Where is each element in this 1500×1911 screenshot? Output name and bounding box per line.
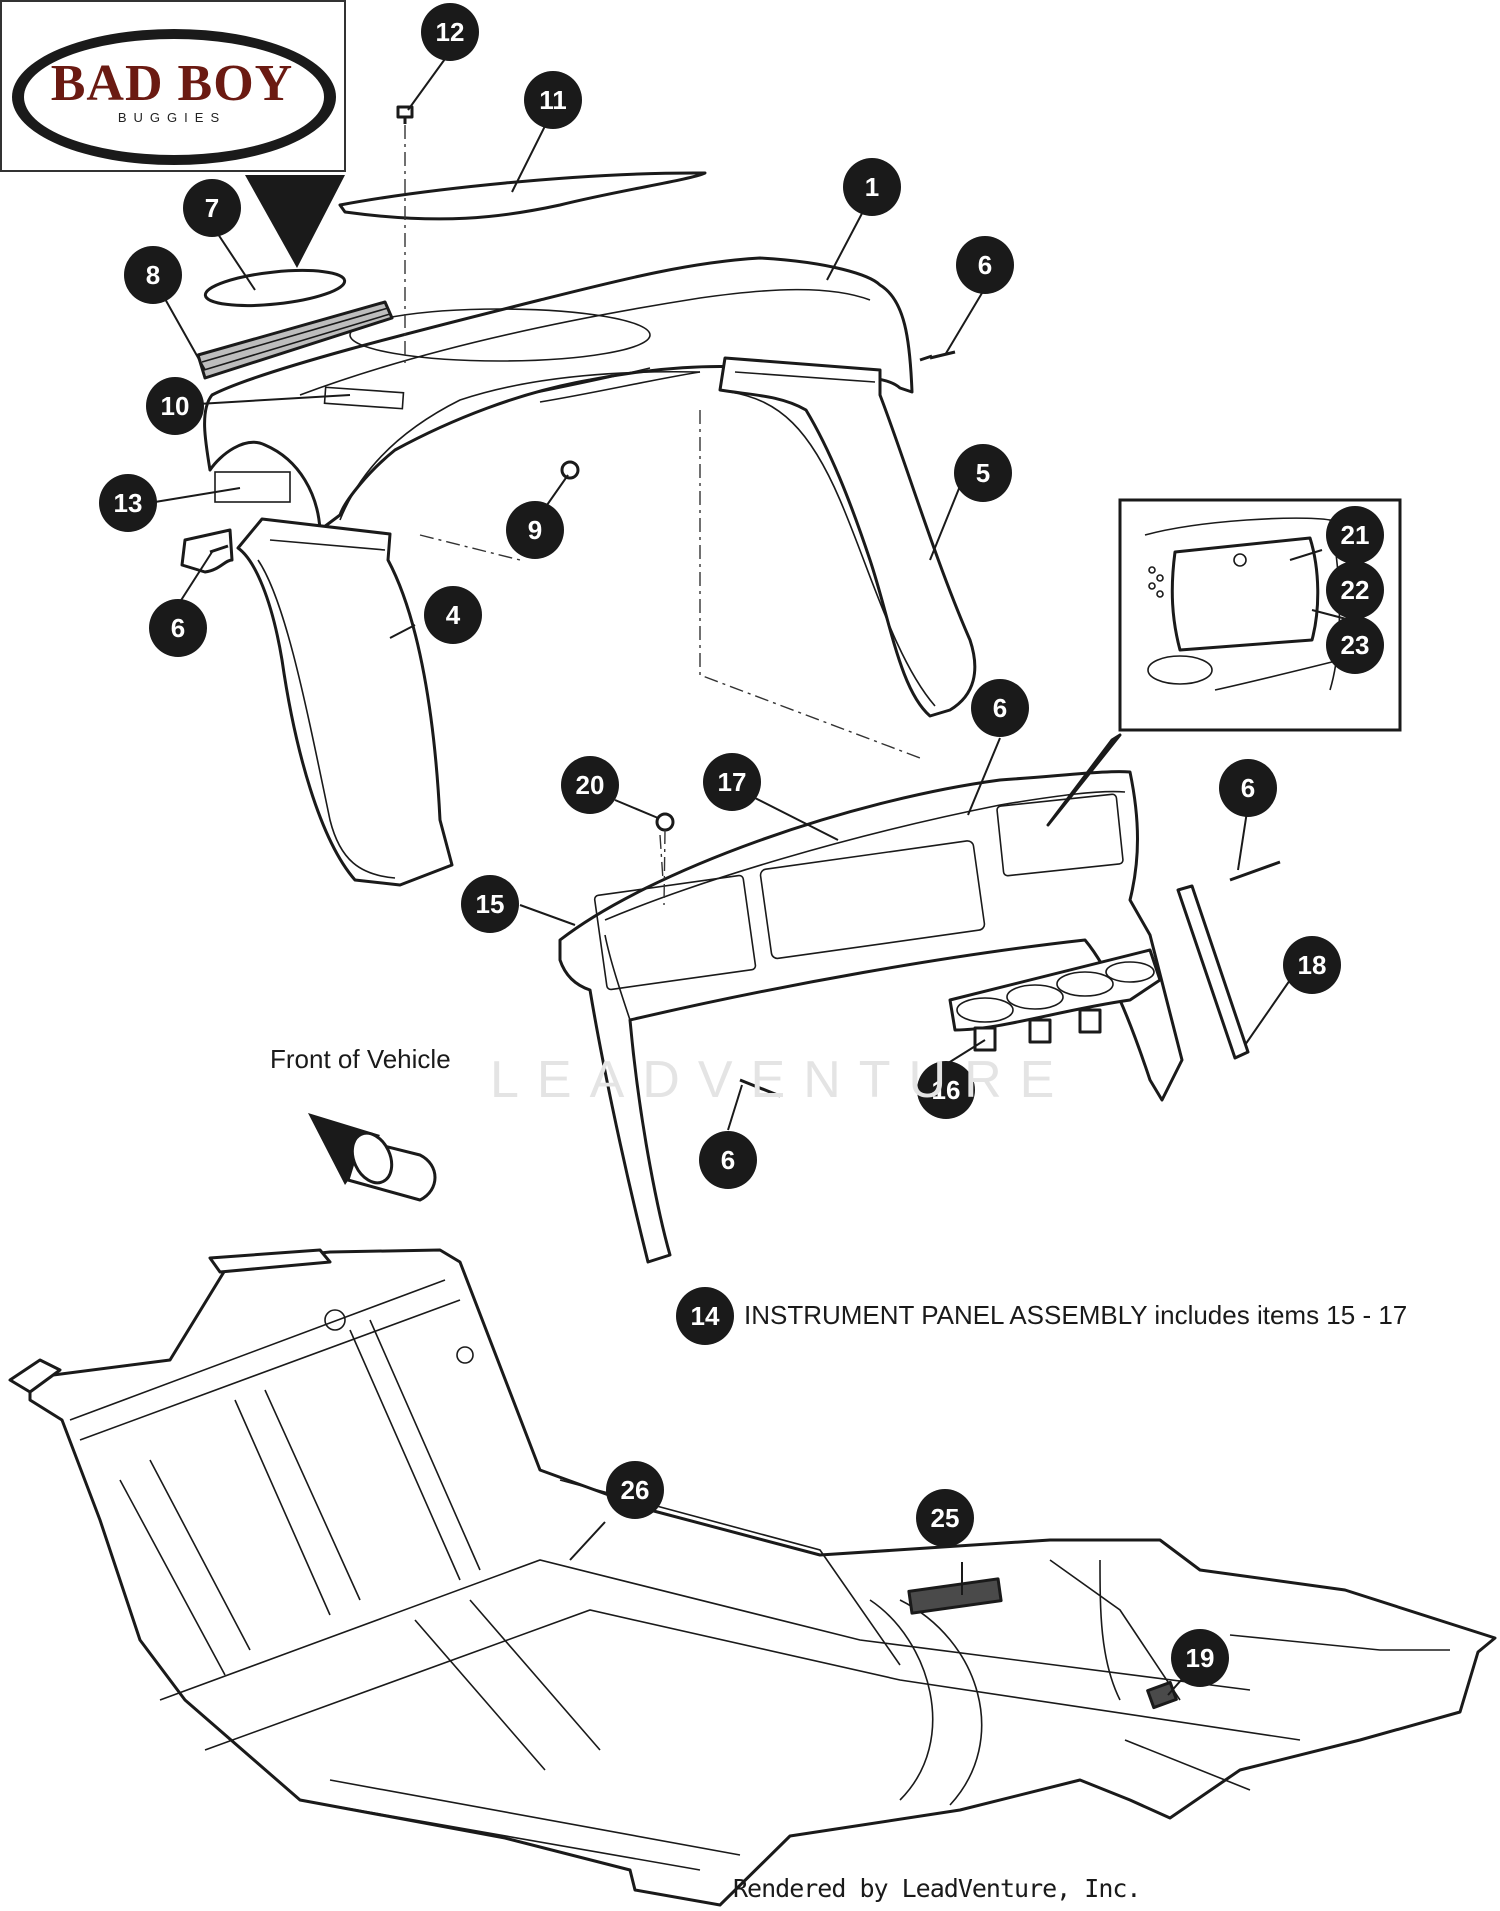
callout-5: 5: [954, 444, 1012, 502]
roof-panel-part: [338, 171, 707, 221]
svg-text:4: 4: [446, 600, 461, 630]
callout-12: 12: [421, 3, 479, 61]
callout-14: 14: [676, 1287, 734, 1345]
callout-20: 20: [561, 756, 619, 814]
brand-logo: BAD BOY BUGGIES: [0, 0, 346, 172]
svg-text:16: 16: [932, 1075, 961, 1105]
callout-19: 19: [1171, 1629, 1229, 1687]
svg-text:23: 23: [1341, 630, 1370, 660]
svg-text:5: 5: [976, 458, 990, 488]
svg-text:7: 7: [205, 193, 219, 223]
callout-6-bottom: 6: [699, 1131, 757, 1189]
callout-22: 22: [1326, 561, 1384, 619]
right-fender-part: [718, 356, 977, 718]
svg-text:6: 6: [993, 693, 1007, 723]
callout-9: 9: [506, 501, 564, 559]
callout-17: 17: [703, 753, 761, 811]
svg-text:15: 15: [476, 889, 505, 919]
instrument-panel-part: [558, 770, 1184, 1264]
callout-21: 21: [1326, 506, 1384, 564]
svg-text:18: 18: [1298, 950, 1327, 980]
nut-part: [560, 460, 580, 480]
callout-26: 26: [606, 1461, 664, 1519]
front-of-vehicle-label: Front of Vehicle: [270, 1044, 451, 1074]
svg-text:8: 8: [146, 260, 160, 290]
left-fender-part: [236, 517, 454, 887]
callout-7: 7: [183, 179, 241, 237]
assembly-note-text: INSTRUMENT PANEL ASSEMBLY includes items…: [744, 1300, 1408, 1330]
callout-16: 16: [917, 1061, 975, 1119]
callout-6-right: 6: [1219, 759, 1277, 817]
callout-10: 10: [146, 377, 204, 435]
callout-6-left: 6: [149, 599, 207, 657]
svg-text:25: 25: [931, 1503, 960, 1533]
callout-4: 4: [424, 586, 482, 644]
callout-6-panel: 6: [971, 679, 1029, 737]
callout-15: 15: [461, 875, 519, 933]
left-bracket-part: [180, 528, 234, 574]
svg-text:1: 1: [865, 172, 879, 202]
front-direction-arrow-icon: [308, 1113, 437, 1202]
callout-13: 13: [99, 474, 157, 532]
svg-text:13: 13: [114, 488, 143, 518]
svg-text:6: 6: [721, 1145, 735, 1175]
callout-23: 23: [1326, 616, 1384, 674]
svg-text:17: 17: [718, 767, 747, 797]
svg-text:12: 12: [436, 17, 465, 47]
chassis-frame-part: [8, 1248, 1497, 1907]
grille-part: [196, 300, 394, 380]
footer-credit: Rendered by LeadVenture, Inc.: [733, 1874, 1141, 1903]
logo-main-text: BAD BOY: [50, 55, 294, 112]
pointer-triangle: [245, 175, 345, 268]
svg-text:14: 14: [691, 1301, 720, 1331]
svg-text:22: 22: [1341, 575, 1370, 605]
callout-6-top-right: 6: [956, 236, 1014, 294]
svg-text:6: 6: [1241, 773, 1255, 803]
decal-oval-part: [203, 268, 347, 308]
callout-11: 11: [524, 71, 582, 129]
logo-ellipse: [12, 29, 336, 165]
svg-text:11: 11: [539, 85, 567, 115]
svg-text:10: 10: [161, 391, 190, 421]
callout-1: 1: [843, 158, 901, 216]
side-trim-part: [1176, 884, 1250, 1060]
logo-sub-text: BUGGIES: [117, 110, 227, 125]
svg-text:21: 21: [1341, 520, 1370, 550]
svg-text:6: 6: [171, 613, 185, 643]
screw-part: [396, 105, 414, 365]
svg-text:6: 6: [978, 250, 992, 280]
watermark-text: LEADVENTURE: [490, 1051, 1073, 1109]
callout-18: 18: [1283, 936, 1341, 994]
panel-screw-part: [655, 812, 675, 906]
svg-text:26: 26: [621, 1475, 650, 1505]
callout-8: 8: [124, 246, 182, 304]
svg-text:19: 19: [1186, 1643, 1215, 1673]
svg-text:9: 9: [528, 515, 542, 545]
cup-holder-part: [948, 948, 1162, 1052]
callout-25: 25: [916, 1489, 974, 1547]
svg-text:20: 20: [576, 770, 605, 800]
